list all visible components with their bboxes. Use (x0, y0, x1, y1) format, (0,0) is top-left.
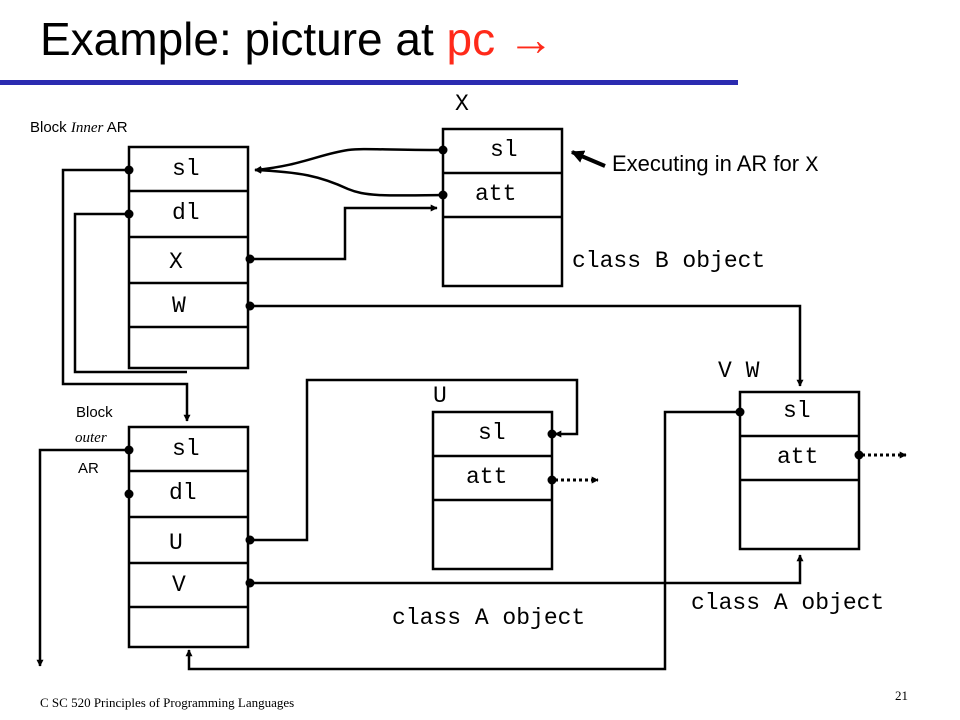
inner-ar-cell-dl: dl (172, 200, 200, 226)
object-x-box (441, 127, 564, 288)
inner-x-pointer (250, 204, 438, 261)
outer-ar-cell-u: U (169, 530, 183, 556)
inner-ar-cell-w: W (172, 293, 186, 319)
object-vw-name: V W (718, 358, 760, 384)
object-x-cell-sl: sl (490, 137, 518, 163)
title-rule (0, 80, 738, 85)
outer-ar-cell-v: V (172, 572, 186, 598)
outer-ar-label-ar: AR (78, 460, 99, 477)
outer-ar-label-block: Block (76, 404, 113, 421)
inner-ar-cell-sl: sl (172, 156, 200, 182)
executing-note-code: X (805, 153, 819, 178)
object-u-cell-att: att (466, 464, 508, 490)
object-vw-cell-sl: sl (783, 398, 811, 424)
object-vw-caption: class A object (691, 590, 885, 616)
inner-sl-pointer (61, 168, 191, 422)
object-u-cell-sl: sl (478, 420, 506, 446)
object-u-name: U (433, 383, 447, 409)
inner-ar-label-ar: AR (106, 119, 128, 136)
outer-ar-cell-dl: dl (169, 480, 197, 506)
inner-w-pointer (250, 304, 804, 387)
inner-ar-label: Block Inner AR (30, 119, 128, 137)
title-text: Example: picture at (40, 13, 447, 65)
footer-course: C SC 520 Principles of Programming Langu… (40, 695, 295, 710)
object-vw-cell-att: att (777, 444, 819, 470)
executing-note-text: Executing in AR for (612, 151, 806, 176)
title-accent: pc → (447, 13, 554, 65)
object-vw-box (738, 390, 861, 551)
outer-v-pointer (250, 554, 804, 585)
x-sl-pointer (254, 147, 444, 173)
object-u-box (431, 410, 554, 571)
outer-u-pointer (250, 378, 579, 542)
object-u-caption: class A object (392, 605, 586, 631)
inner-ar-label-block: Block (30, 119, 67, 136)
inner-ar-label-name: Inner (70, 120, 104, 136)
inner-dl-pointer (73, 212, 187, 374)
outer-ar-cell-sl: sl (172, 436, 200, 462)
object-x-caption: class B object (572, 248, 766, 274)
outer-sl-pointer (36, 448, 129, 667)
page-number: 21 (895, 688, 908, 703)
slide-title: Example: picture at pc → (40, 12, 554, 66)
outer-ar-label-name: outer (75, 430, 107, 446)
executing-note: Executing in AR for X (612, 151, 818, 178)
object-x-name: X (455, 91, 469, 117)
vw-sl-pointer (185, 410, 740, 671)
pointer-dots (124, 145, 864, 588)
right-arrow-icon: → (507, 13, 554, 65)
title-accent-text: pc (446, 13, 496, 65)
executing-arrow (570, 150, 606, 168)
x-att-pointer (254, 166, 444, 197)
inner-ar-cell-x: X (169, 249, 183, 275)
object-x-cell-att: att (475, 181, 517, 207)
